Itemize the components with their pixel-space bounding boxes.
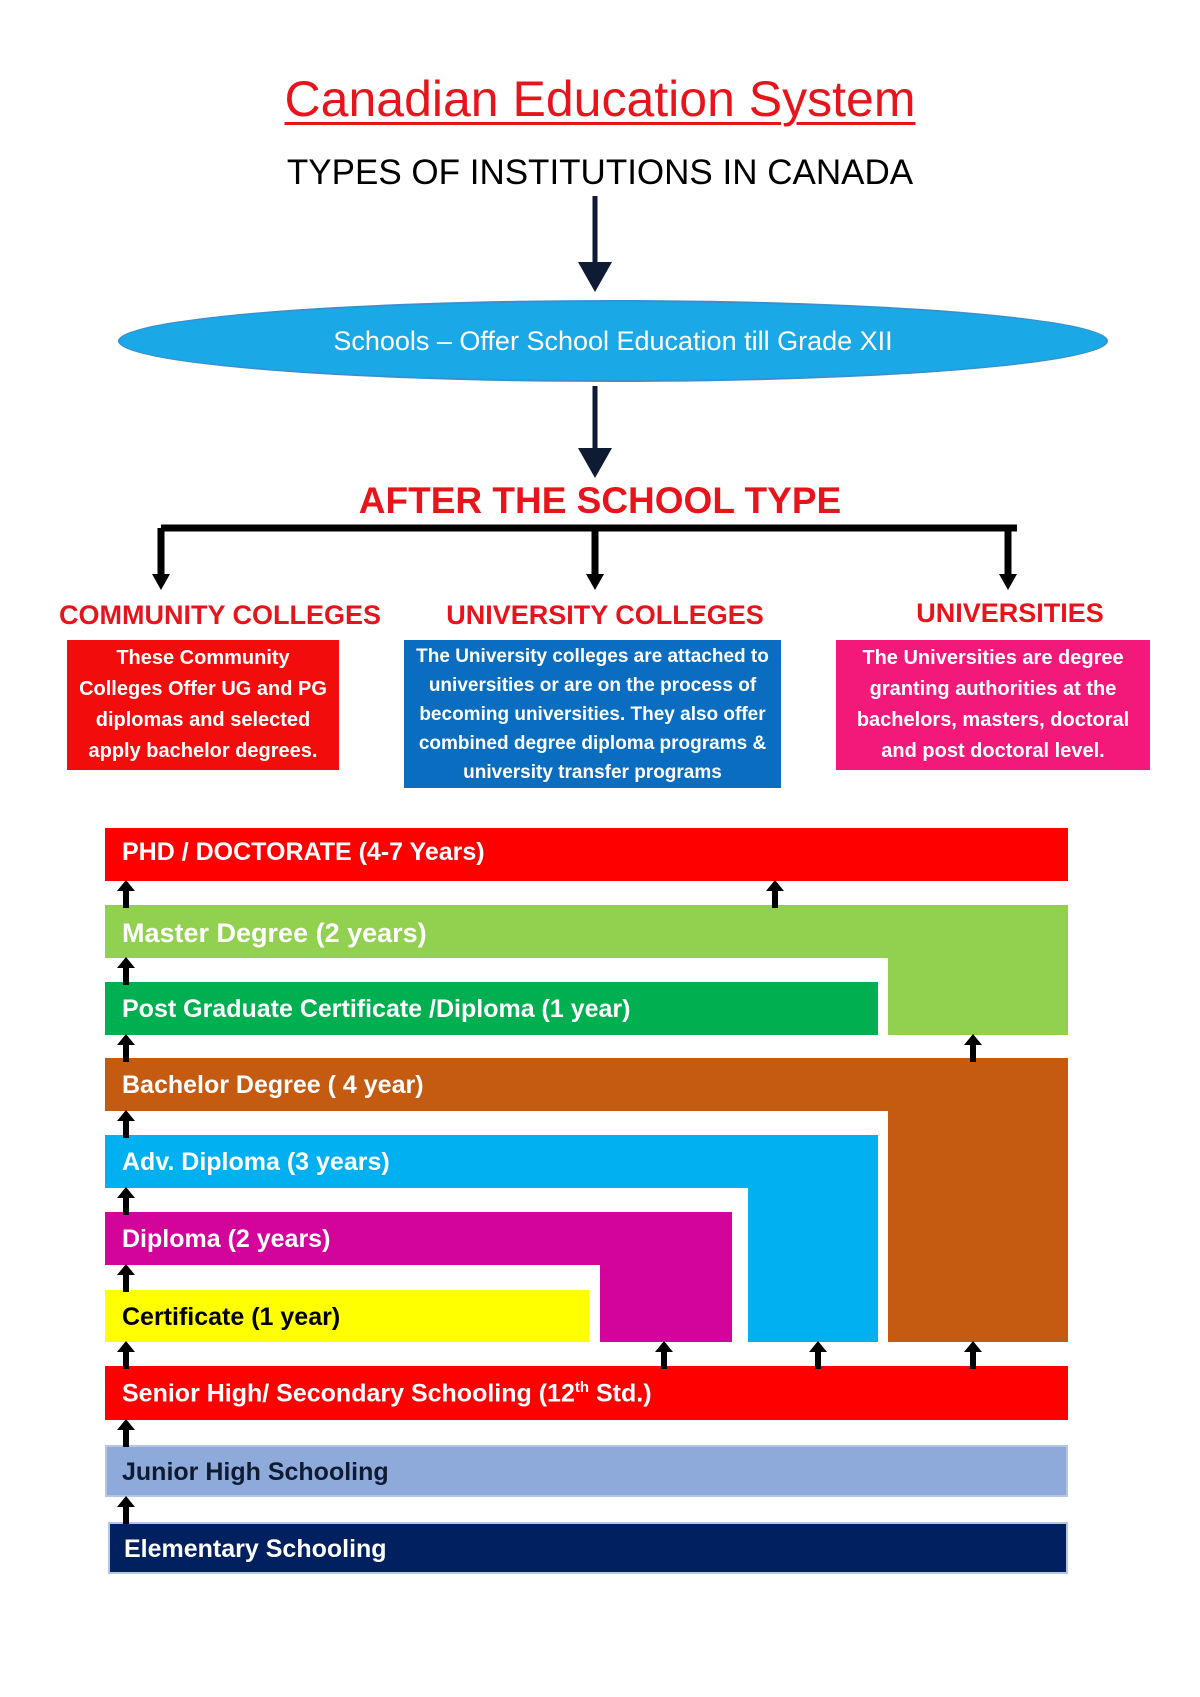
master-bar-extension (888, 905, 1068, 1035)
diploma-bar-extension (600, 1212, 732, 1342)
adv-diploma-label: Adv. Diploma (3 years) (122, 1148, 390, 1176)
diploma-label: Diploma (2 years) (122, 1225, 331, 1253)
elementary-label: Elementary Schooling (124, 1535, 387, 1563)
down-arrow-icon (578, 386, 612, 478)
pg-label: Post Graduate Certificate /Diploma (1 ye… (122, 995, 631, 1023)
junior-high-bar (105, 1445, 1068, 1497)
up-arrow-icon (117, 1034, 135, 1062)
senior-high-label: Senior High/ Secondary Schooling (12th S… (122, 1379, 652, 1408)
schools-label: Schools – Offer School Education till Gr… (333, 325, 893, 356)
adv-diploma-bar-extension (748, 1135, 878, 1342)
phd-label: PHD / DOCTORATE (4-7 Years) (122, 838, 485, 866)
up-arrow-icon (964, 1034, 982, 1062)
senior-high-bar (105, 1366, 1068, 1420)
pg-bar (105, 982, 878, 1035)
up-arrow-icon (117, 1264, 135, 1292)
page-title: Canadian Education System (284, 71, 916, 127)
up-arrow-icon (117, 1496, 135, 1524)
up-arrow-icon (117, 880, 135, 908)
type-university-colleges: UNIVERSITY COLLEGES (446, 600, 764, 630)
bachelor-bar-extension (888, 1058, 1068, 1342)
branch-connector (152, 524, 1017, 590)
type-universities: UNIVERSITIES (916, 598, 1104, 628)
type-community-colleges: COMMUNITY COLLEGES (58, 600, 381, 630)
senior-high-label-text: Senior High/ Secondary Schooling (12 (122, 1379, 575, 1408)
up-arrow-icon (766, 880, 784, 908)
up-arrow-icon (809, 1341, 827, 1369)
up-arrow-icon (117, 957, 135, 985)
bachelor-label: Bachelor Degree ( 4 year) (122, 1071, 424, 1099)
up-arrow-icon (117, 1419, 135, 1447)
universities-description: The Universities are degree granting aut… (836, 640, 1150, 770)
up-arrow-icon (964, 1341, 982, 1369)
up-arrow-icon (655, 1341, 673, 1369)
certificate-bar (105, 1290, 589, 1342)
subtitle: TYPES OF INSTITUTIONS IN CANADA (286, 153, 914, 192)
certificate-label: Certificate (1 year) (122, 1303, 341, 1331)
schools-ellipse: Schools – Offer School Education till Gr… (118, 300, 1108, 382)
junior-high-label: Junior High Schooling (122, 1458, 389, 1486)
up-arrow-icon (117, 1187, 135, 1215)
up-arrow-icon (117, 1341, 135, 1369)
senior-high-label-suffix: Std.) (589, 1379, 652, 1408)
up-arrow-icon (117, 1110, 135, 1138)
university-colleges-description: The University colleges are attached to … (404, 640, 781, 788)
elementary-bar (108, 1522, 1068, 1574)
after-school-heading: AFTER THE SCHOOL TYPE (358, 480, 842, 521)
senior-high-superscript: th (574, 1379, 590, 1396)
down-arrow-icon (578, 196, 612, 292)
community-colleges-description: These Community Colleges Offer UG and PG… (67, 640, 339, 770)
phd-bar (105, 828, 1068, 881)
master-label: Master Degree (2 years) (122, 918, 427, 948)
